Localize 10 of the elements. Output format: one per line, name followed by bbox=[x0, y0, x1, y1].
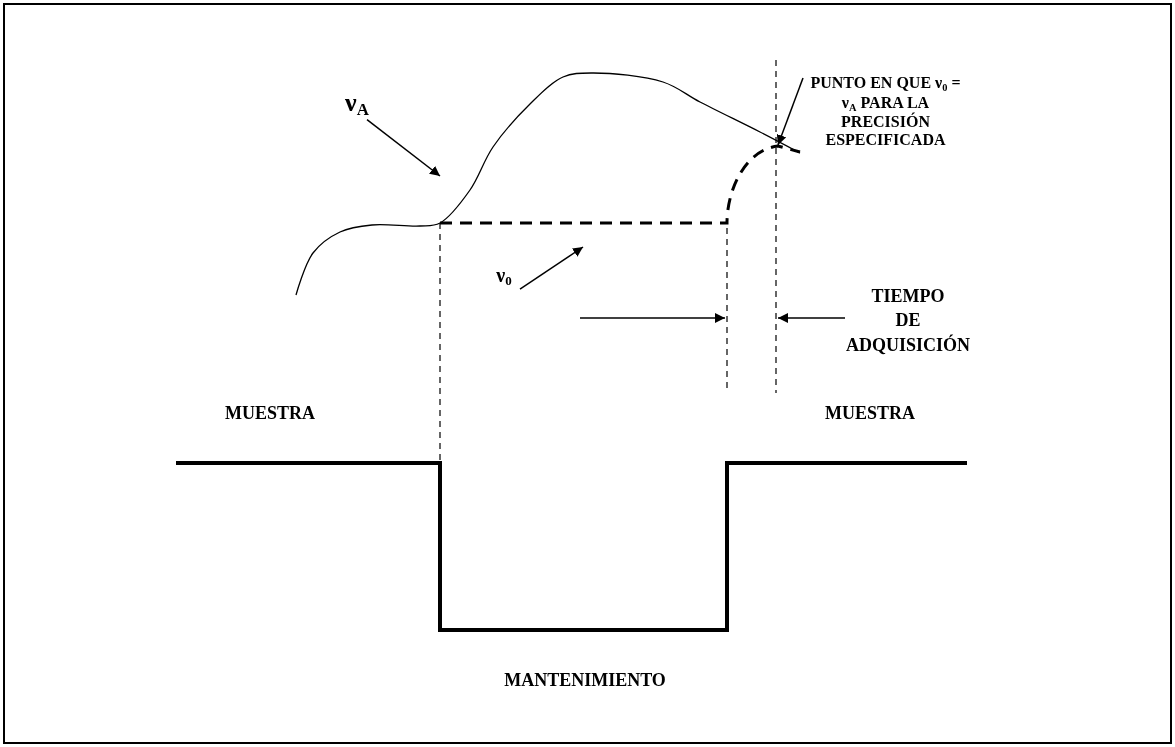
annotation-text: PUNTO EN QUE ν$_{0}$ = ν$_{A}$ PARA LA PRECISIÓN ESPECIFICADA bbox=[803, 74, 968, 150]
signal-label: ν$_{0}$ bbox=[488, 264, 520, 290]
leader-arrow bbox=[366, 118, 441, 177]
state-label: MUESTRA bbox=[224, 403, 316, 424]
signal-label: ν$_{A}$ bbox=[333, 88, 381, 120]
state-label: MANTENIMIENTO bbox=[503, 670, 667, 691]
state-label: MUESTRA bbox=[824, 403, 916, 424]
leader-arrow bbox=[519, 246, 584, 290]
leader-arrow bbox=[776, 77, 804, 146]
dimension-label: TIEMPO DE ADQUISICIÓN bbox=[845, 285, 971, 357]
